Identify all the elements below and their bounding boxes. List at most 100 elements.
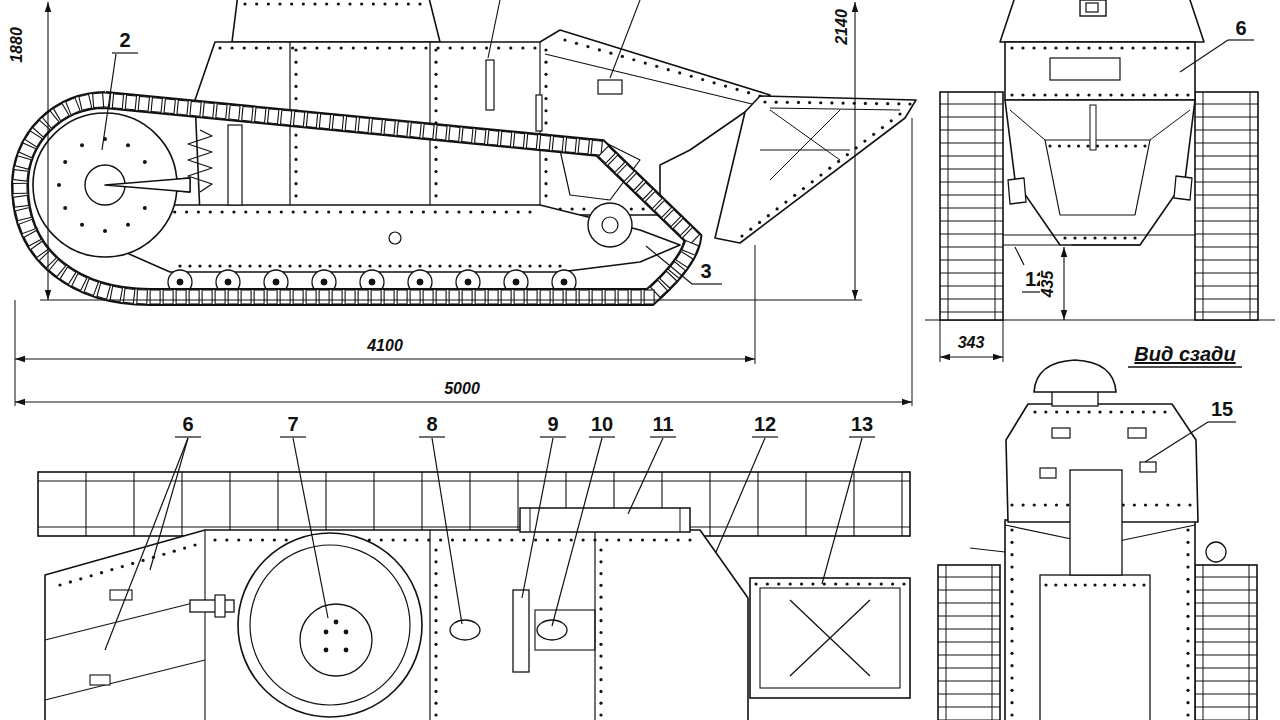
hull-side bbox=[434, 97, 437, 100]
dimension-label: 5000 bbox=[442, 381, 482, 397]
rear-view bbox=[938, 590, 1000, 591]
rear-view bbox=[1195, 577, 1257, 578]
rear-view bbox=[1208, 421, 1236, 422]
dimension-lines bbox=[854, 2, 855, 300]
top-view bbox=[38, 472, 910, 720]
suspension-frame bbox=[338, 264, 341, 267]
rear-view bbox=[1010, 615, 1013, 618]
suspension-frame bbox=[513, 279, 519, 285]
top-view bbox=[599, 643, 602, 646]
top-view bbox=[469, 472, 470, 536]
front-view bbox=[1054, 46, 1057, 49]
rear-view bbox=[1010, 528, 1013, 531]
view-title: Вид сзади bbox=[1132, 344, 1237, 364]
hull-side bbox=[598, 48, 601, 51]
top-view bbox=[439, 538, 442, 541]
top-view bbox=[45, 530, 748, 720]
idler-wheel bbox=[80, 143, 84, 147]
suspension-frame bbox=[561, 279, 567, 285]
track-side bbox=[592, 290, 602, 304]
rear-view bbox=[1103, 583, 1106, 586]
top-view bbox=[324, 648, 329, 653]
tail-skid bbox=[881, 126, 884, 129]
track-side bbox=[345, 290, 355, 304]
front-view bbox=[940, 247, 1003, 248]
rear-view bbox=[1140, 462, 1156, 472]
suspension-frame bbox=[292, 210, 295, 213]
track-side bbox=[150, 290, 160, 304]
rear-view bbox=[1195, 590, 1257, 591]
top-view bbox=[434, 584, 437, 587]
front-view bbox=[1073, 236, 1076, 239]
tail-skid bbox=[775, 101, 778, 104]
front-view bbox=[1109, 46, 1112, 49]
front-view bbox=[1195, 169, 1258, 170]
top-view bbox=[324, 630, 329, 635]
hull-side bbox=[348, 2, 351, 5]
hull-side bbox=[724, 85, 727, 88]
suspension-frame bbox=[422, 210, 425, 213]
top-view bbox=[403, 538, 406, 541]
top-view bbox=[463, 538, 466, 541]
hull-side bbox=[195, 0, 770, 215]
rear-view bbox=[1186, 541, 1189, 544]
suspension-frame bbox=[465, 279, 471, 285]
idler-wheel bbox=[63, 206, 67, 210]
top-view bbox=[344, 648, 349, 653]
rear-view bbox=[1206, 542, 1226, 562]
suspension-frame bbox=[268, 210, 271, 213]
idler-wheel bbox=[126, 223, 130, 227]
track-side bbox=[123, 288, 135, 303]
top-view bbox=[183, 546, 186, 549]
rear-view bbox=[938, 707, 1000, 708]
suspension-frame bbox=[468, 264, 471, 267]
rear-view bbox=[1010, 652, 1013, 655]
leader-line bbox=[692, 283, 722, 284]
callout-number: 3 bbox=[698, 261, 713, 281]
top-view bbox=[811, 582, 814, 585]
rear-view bbox=[938, 360, 1257, 720]
front-view bbox=[1076, 46, 1079, 49]
top-view bbox=[250, 545, 410, 705]
idler-wheel bbox=[143, 206, 147, 210]
top-view bbox=[434, 596, 437, 599]
top-view bbox=[434, 619, 437, 622]
hull-side bbox=[434, 73, 437, 76]
front-view bbox=[940, 234, 1003, 235]
suspension-frame bbox=[244, 210, 247, 213]
top-view bbox=[766, 582, 769, 585]
top-view bbox=[434, 713, 437, 716]
front-view bbox=[940, 182, 1003, 183]
front-view bbox=[1195, 221, 1258, 222]
callout-number: 12 bbox=[752, 414, 778, 434]
hull-side bbox=[372, 2, 375, 5]
track-side bbox=[410, 290, 420, 304]
front-view bbox=[1043, 46, 1046, 49]
top-view bbox=[133, 472, 134, 536]
track-side bbox=[280, 290, 290, 304]
front-view bbox=[1090, 105, 1096, 150]
front-view bbox=[1143, 144, 1146, 147]
leader-line bbox=[105, 438, 188, 650]
front-view bbox=[1123, 236, 1126, 239]
rear-view bbox=[1128, 366, 1242, 367]
idler-wheel bbox=[126, 143, 130, 147]
hull-side bbox=[313, 2, 316, 5]
leader-line bbox=[419, 436, 445, 437]
rear-view bbox=[1186, 528, 1189, 531]
hull-side bbox=[434, 85, 437, 88]
rear-view bbox=[1113, 583, 1116, 586]
hull-side bbox=[545, 54, 752, 104]
front-view bbox=[1067, 144, 1070, 147]
front-view bbox=[940, 221, 1003, 222]
track-side bbox=[384, 120, 395, 135]
rear-view bbox=[1052, 428, 1070, 438]
front-view bbox=[1195, 130, 1258, 131]
top-view bbox=[834, 582, 837, 585]
hull-side bbox=[325, 2, 328, 5]
top-view bbox=[902, 582, 905, 585]
rear-view bbox=[1123, 583, 1126, 586]
hull-side bbox=[642, 207, 645, 210]
front-view bbox=[1058, 144, 1061, 147]
track-side bbox=[280, 110, 291, 125]
